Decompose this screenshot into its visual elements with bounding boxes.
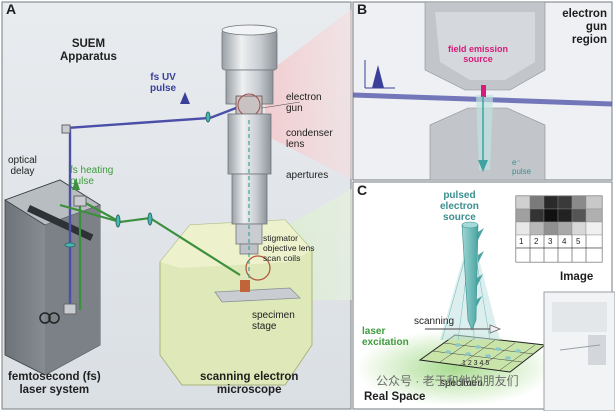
pulsed-source-label: pulsed electron source [440, 190, 479, 223]
electron-gun-label: electron gun [286, 92, 322, 114]
b-pulse-marker [372, 65, 384, 88]
heating-pulse-label: fs heating pulse [70, 165, 114, 187]
panel-c-letter: C [357, 182, 368, 198]
specimen-highlight [245, 255, 271, 281]
optical-delay-label: optical delay [8, 155, 37, 177]
apertures-label: apertures [286, 170, 329, 181]
field-emission-label: field emission source [448, 44, 509, 64]
image-grid-number-2: 2 [534, 237, 539, 246]
heating-pulse-marker [72, 178, 80, 190]
image-grid-number-3: 3 [548, 237, 553, 246]
pink-connector-fan [265, 8, 353, 180]
uv-pulse-marker [180, 92, 190, 104]
image-grid-number-4: 4 [562, 237, 567, 246]
condenser-lens-label: condenser lens [286, 128, 333, 150]
specimen-grid-numbers: 1 2 3 4 5 [462, 360, 490, 367]
image-grid-number-5: 5 [576, 237, 581, 246]
scanning-label: scanning [414, 316, 455, 327]
emitter-tip [481, 85, 486, 97]
image-label: Image [560, 271, 594, 283]
gun-region-title: electron gun region [562, 8, 607, 46]
panel-a-letter: A [6, 1, 17, 17]
column-top-cylinder [221, 29, 278, 71]
laser-excitation-label: laser excitation [362, 326, 409, 348]
image-grid-number-1: 1 [519, 237, 524, 246]
laser-system-label: femtosecond (fs) laser system [8, 371, 101, 396]
specimen-stage-shape [214, 287, 301, 303]
specimen-stage-label: specimen stage [252, 310, 295, 332]
panel-b-letter: B [357, 1, 368, 17]
specimen-label: specimen [440, 378, 483, 389]
apparatus-title: SUEM Apparatus [60, 38, 117, 63]
real-space-label: Real Space [364, 391, 426, 403]
stigmator-stack-label: stigmator objective lens scan coils [263, 233, 315, 263]
microscope-label: scanning electron microscope [200, 371, 299, 396]
watermark-text: 公众号 · 老于和他的朋友们 [376, 374, 519, 388]
e-pulse-label: e⁻ pulse [512, 158, 532, 176]
uv-pulse-label: fs UV pulse [150, 72, 177, 94]
image-grid-cells [515, 195, 603, 263]
